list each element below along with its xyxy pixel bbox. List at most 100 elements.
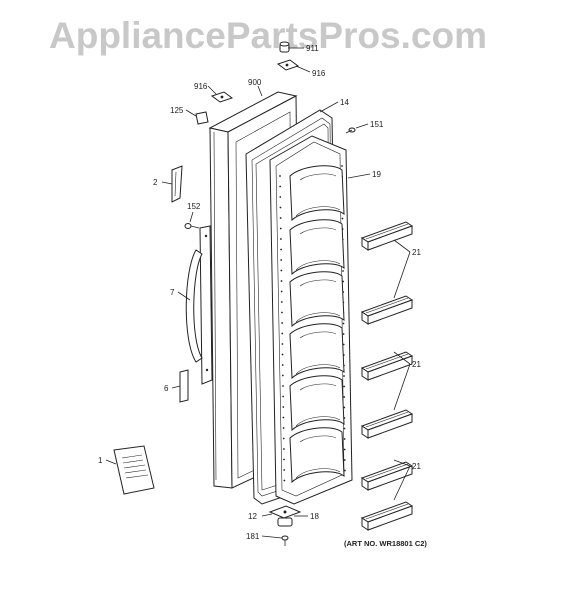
liner-shelf xyxy=(289,375,345,432)
liner-rivet xyxy=(283,479,286,482)
callout-2: 2 xyxy=(153,178,158,187)
liner-rivet xyxy=(342,322,345,325)
door-bin xyxy=(360,221,414,251)
callout-916-right: 916 xyxy=(312,69,326,78)
liner-rivet xyxy=(283,448,285,450)
liner-rivet xyxy=(343,438,346,440)
callout-labels: 911 916 916 900 14 125 151 19 2 152 21 7… xyxy=(98,44,421,541)
door-bin xyxy=(360,351,414,381)
liner-rivet xyxy=(280,280,283,282)
liner-shelf-lip xyxy=(295,312,341,323)
liner-rivet xyxy=(283,458,285,461)
liner-shelf xyxy=(289,219,345,276)
liner-rivet xyxy=(280,269,283,272)
liner-rivet xyxy=(341,165,343,167)
liner-rivet xyxy=(344,469,346,472)
liner-rivet xyxy=(282,385,284,387)
door-liner xyxy=(269,135,353,505)
liner-rivet xyxy=(283,469,286,471)
liner-rivet xyxy=(281,364,284,366)
liner-shelf-inner xyxy=(299,279,337,287)
liner-shelf-lip xyxy=(295,364,341,375)
liner-shelf-inner xyxy=(299,383,337,391)
callout-21-bottom: 21 xyxy=(412,462,421,471)
door-handle xyxy=(185,225,213,385)
door-bins xyxy=(360,221,414,531)
top-hinge-bushing xyxy=(279,41,290,53)
liner-rivet xyxy=(342,333,345,335)
callout-900: 900 xyxy=(248,78,262,87)
callout-12: 12 xyxy=(248,512,257,521)
liner-rivet xyxy=(279,217,282,219)
callout-1: 1 xyxy=(98,456,103,465)
liner-shelf-inner xyxy=(299,173,337,181)
callout-911: 911 xyxy=(306,44,319,53)
liner-rivet xyxy=(279,227,282,230)
liner-rivet xyxy=(343,396,346,398)
callout-18: 18 xyxy=(310,512,319,521)
liner-shelf-lip xyxy=(295,206,341,217)
liner-rivet xyxy=(280,301,283,303)
liner-rivet xyxy=(343,427,346,430)
liner-rivet xyxy=(282,395,285,398)
callout-916-left: 916 xyxy=(194,82,208,91)
liner-rivet xyxy=(281,332,284,335)
liner-shelf-lip xyxy=(295,468,341,479)
watermark-text: AppliancePartsPros.com xyxy=(49,15,487,56)
callout-7: 7 xyxy=(170,288,175,297)
art-number: (ART NO. WR18801 C2) xyxy=(344,539,427,548)
callout-21-top: 21 xyxy=(412,248,421,257)
liner-rivet xyxy=(281,353,284,356)
liner-shelf-inner xyxy=(299,435,337,443)
callout-152: 152 xyxy=(187,202,201,211)
liner-rivet xyxy=(341,217,344,220)
liner-rivet xyxy=(279,185,282,188)
liner-rivet xyxy=(343,406,346,409)
leader-lines xyxy=(105,47,411,539)
liner-rivet xyxy=(281,311,283,314)
liner-rivet xyxy=(343,448,346,451)
liner-rivet xyxy=(342,270,344,272)
liner-rivet xyxy=(282,416,285,419)
liner-shelf xyxy=(289,165,345,222)
liner-rivet xyxy=(282,427,285,429)
hinge-shim-top-left xyxy=(210,91,234,103)
door-bin xyxy=(360,501,414,531)
liner-rivet xyxy=(281,322,283,324)
liner-rivet xyxy=(280,238,282,240)
screw-151 xyxy=(345,127,356,134)
liner-shelf xyxy=(289,323,345,380)
callout-125: 125 xyxy=(170,106,184,115)
handle-cap xyxy=(171,165,183,203)
hinge-shim-top-right xyxy=(276,59,300,71)
door-stop-plug xyxy=(195,111,209,125)
liner-rivet xyxy=(279,206,282,209)
callout-21-middle: 21 xyxy=(412,360,421,369)
liner-rivet xyxy=(280,259,283,261)
callout-181: 181 xyxy=(246,532,260,541)
liner-rivet xyxy=(279,196,282,198)
liner-shelf-lip xyxy=(295,260,341,271)
liner-rivet xyxy=(280,290,283,293)
door-bin xyxy=(360,295,414,325)
door-bin xyxy=(360,461,414,491)
liner-shelf-inner xyxy=(299,331,337,339)
liner-shelf-inner xyxy=(299,227,337,235)
liner-rivet xyxy=(279,175,281,177)
bottom-hinge-cam xyxy=(277,517,293,527)
callout-151: 151 xyxy=(370,120,384,129)
bottom-hinge-bracket xyxy=(268,505,302,519)
callout-6: 6 xyxy=(164,384,169,393)
hinge-screw-181 xyxy=(281,535,289,546)
liner-rivet xyxy=(343,375,345,377)
liner-rivet xyxy=(281,374,284,377)
liner-shelf xyxy=(289,271,345,328)
liner-shelf-lip xyxy=(295,416,341,427)
screw-152 xyxy=(184,223,200,229)
door-bin xyxy=(360,409,414,439)
liner-rivet xyxy=(281,343,284,345)
liner-rivet xyxy=(282,437,285,440)
liner-shelf xyxy=(289,427,345,484)
liner-rivet xyxy=(280,248,282,251)
